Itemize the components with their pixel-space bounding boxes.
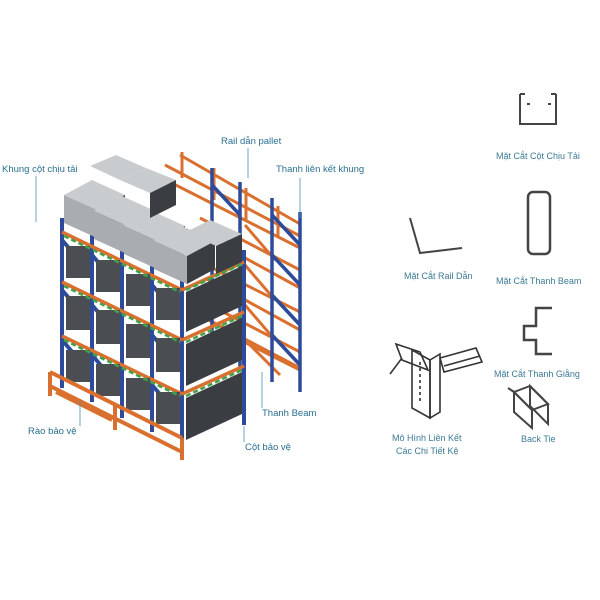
label-cot-bao-ve: Cột bảo vệ: [245, 442, 291, 453]
label-thanh-lien-ket-khung: Thanh liên kết khung: [276, 164, 365, 175]
caption-connection-model-line1: Mô Hình Liên Kết: [392, 433, 462, 443]
leader-lines: [35, 148, 301, 442]
base-guards: [48, 370, 184, 460]
connection-model-icon: [389, 342, 484, 420]
back-tie-icon: [507, 383, 550, 431]
label-rao-bao-ve: Rào bảo vệ: [28, 426, 77, 437]
caption-upright-section: Mặt Cắt Cột Chịu Tải: [496, 151, 580, 161]
caption-beam-section: Mặt Cắt Thanh Beam: [496, 276, 582, 286]
rail-section-icon: [409, 217, 463, 255]
upright-section-icon: [519, 93, 557, 125]
label-thanh-beam: Thanh Beam: [262, 408, 317, 419]
front-beams: [61, 230, 245, 396]
caption-rail-section: Mặt Cắt Rail Dẫn: [404, 271, 473, 281]
label-rail-dan-pallet: Rail dẫn pallet: [221, 136, 282, 147]
caption-back-tie: Back Tie: [521, 434, 556, 444]
caption-bracing-section: Mặt Cắt Thanh Giằng: [494, 369, 580, 379]
pallet-loads: [64, 155, 242, 440]
caption-connection-model-line2: Các Chi Tiết Kệ: [396, 446, 459, 456]
beam-section-icon: [526, 190, 552, 256]
label-khung-cot-chiu-tai: Khung cột chịu tải: [2, 164, 78, 175]
rack-structure: [35, 148, 302, 460]
bracing-section-icon: [522, 306, 552, 356]
green-decking: [63, 234, 243, 398]
rear-uprights: [210, 168, 302, 392]
